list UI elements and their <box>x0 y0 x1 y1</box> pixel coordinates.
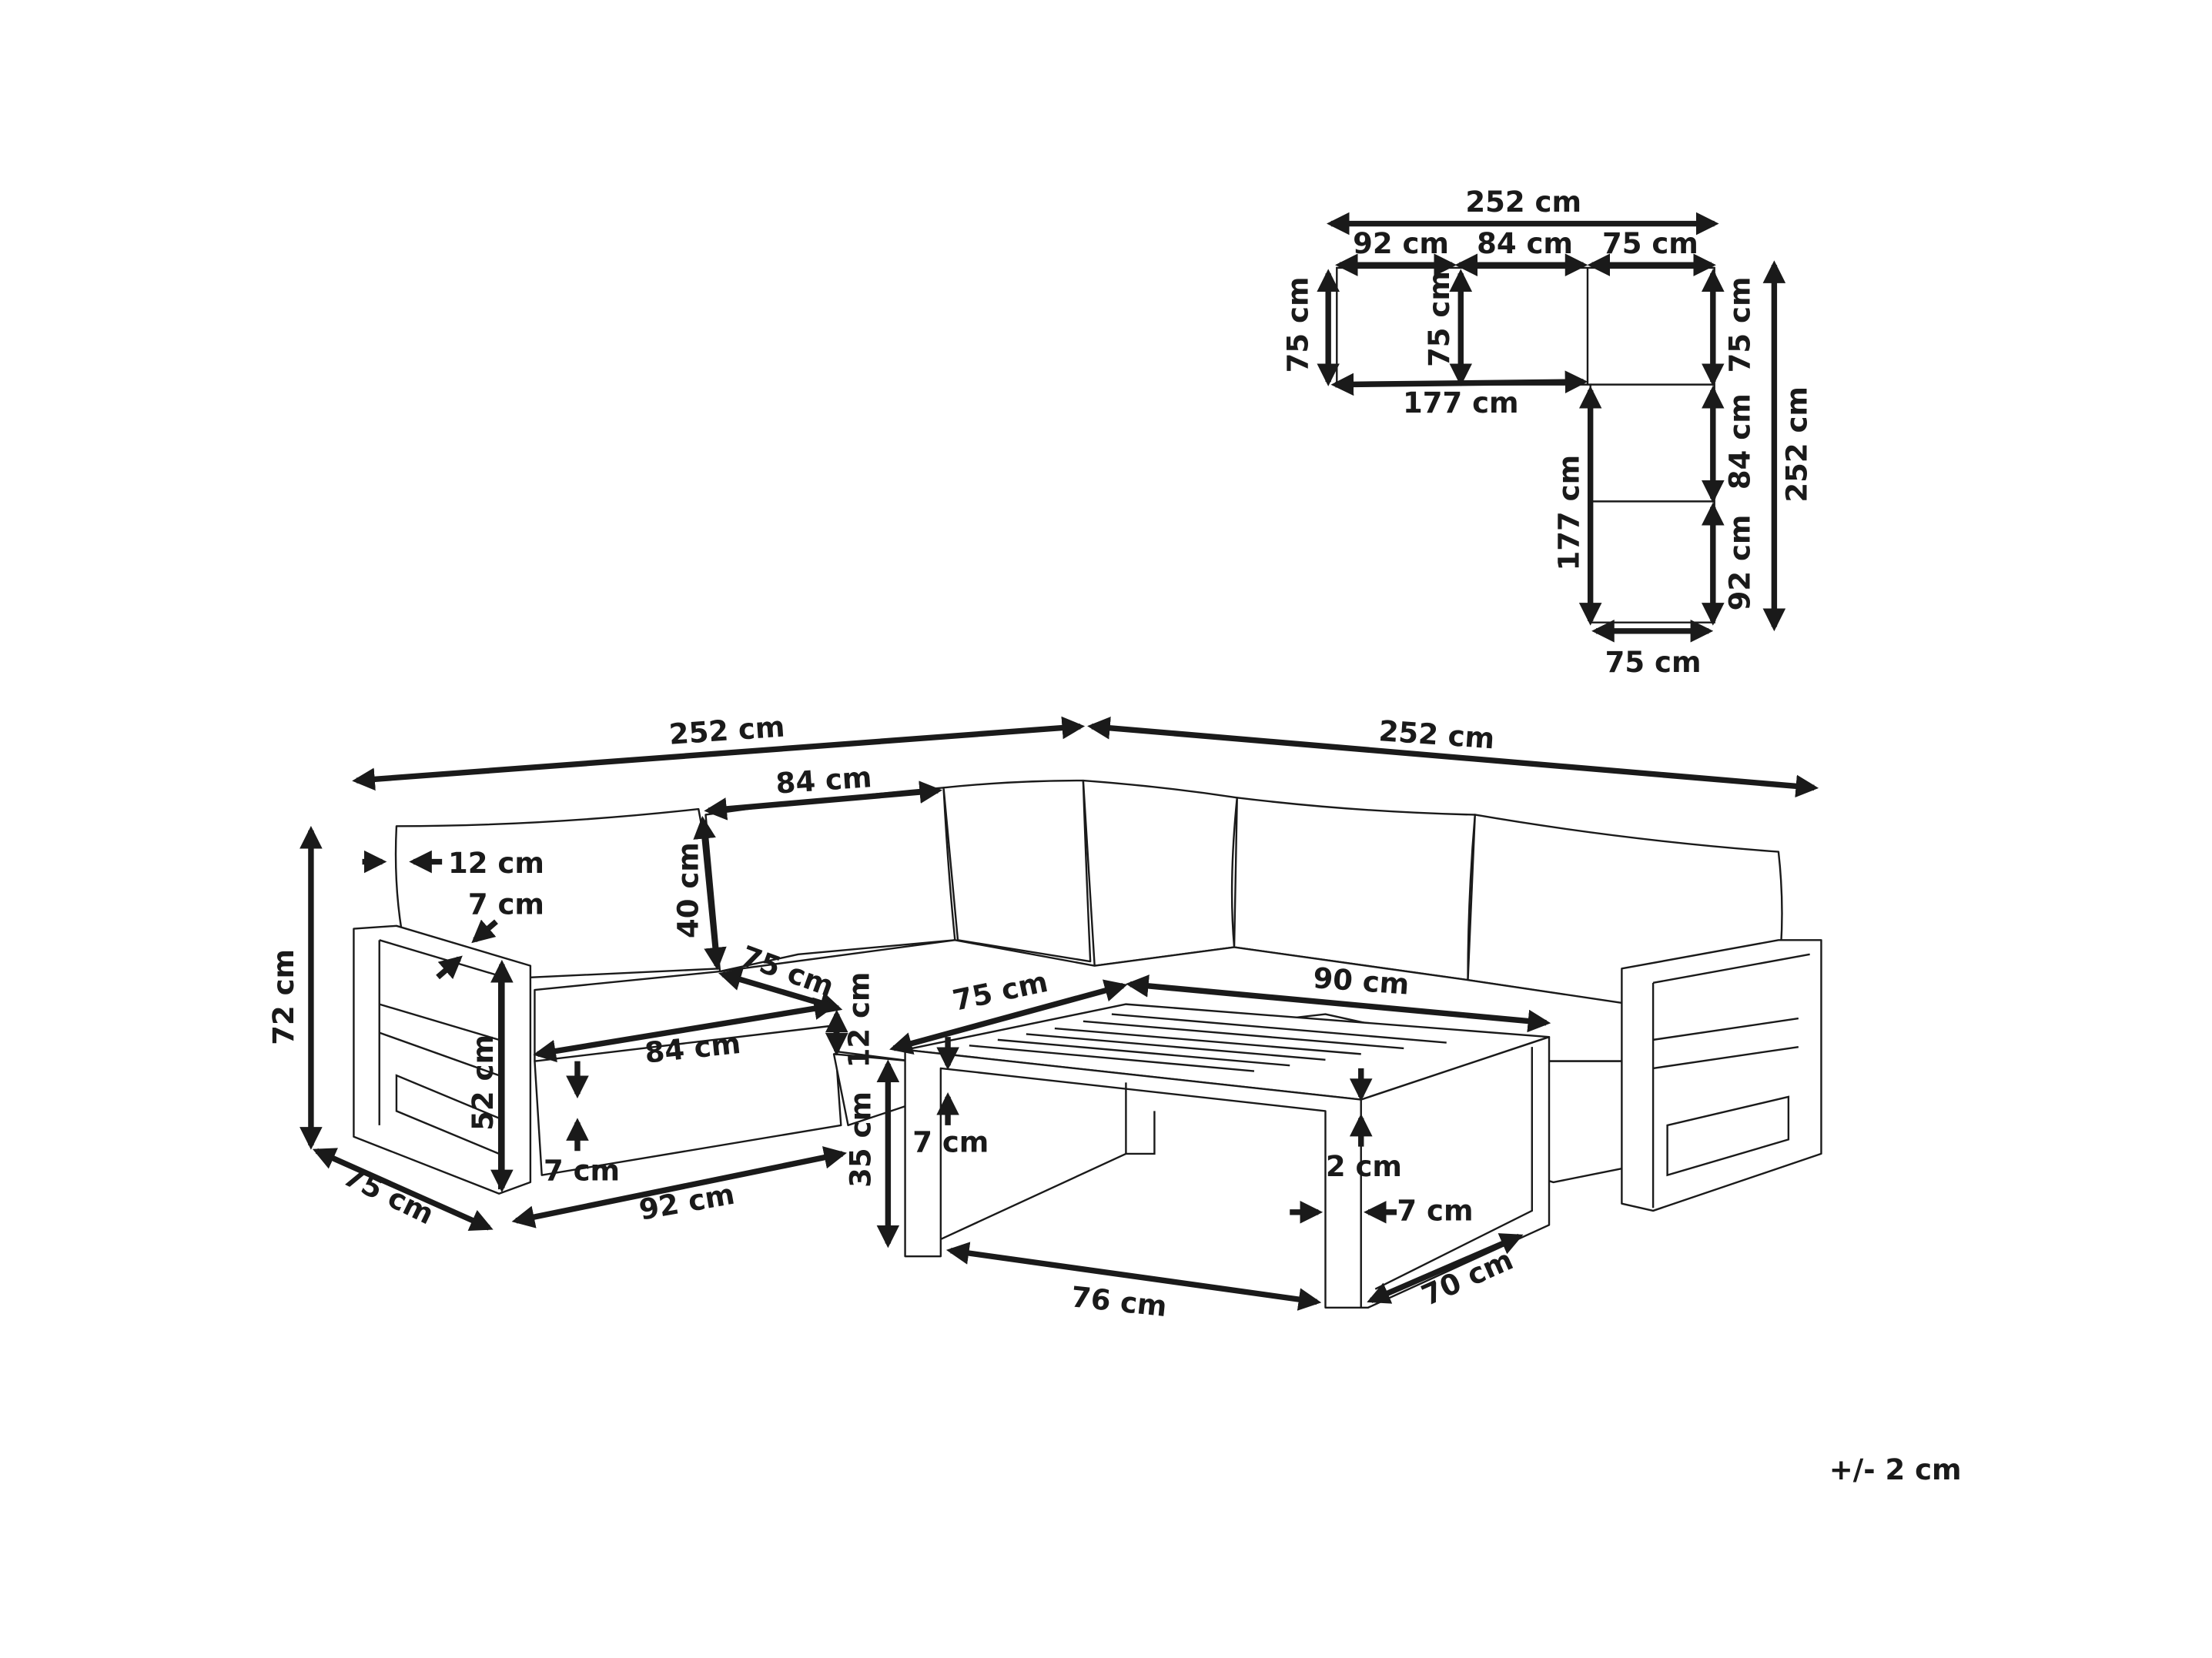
plan-right-84-label: 84 cm <box>1723 393 1756 490</box>
plan-inner-depth-label: 75 cm <box>1423 271 1456 367</box>
plan-right-92-label: 92 cm <box>1723 515 1756 611</box>
plan-84-label: 84 cm <box>1477 227 1573 260</box>
plan-outline <box>1336 266 1715 623</box>
sofa-perspective-drawing: 252 cm 252 cm 84 cm 12 cm 7 cm 40 cm 75 … <box>267 710 1822 1323</box>
plan-total-width-label: 252 cm <box>1465 186 1581 219</box>
depth-75-label: 75 cm <box>338 1159 439 1231</box>
back-height-40-label: 40 cm <box>672 842 705 938</box>
back-cushion-4 <box>1082 779 1238 967</box>
arm-12-label: 12 cm <box>448 847 544 880</box>
base-7-label: 7 cm <box>544 1154 620 1187</box>
plan-dimension-arrows <box>1317 212 1786 643</box>
right-armrest <box>1621 939 1822 1212</box>
arm-height-52-label: 52 cm <box>467 1035 500 1131</box>
table-76-label: 76 cm <box>1069 1280 1169 1323</box>
table-top-2-label: 2 cm <box>1326 1150 1402 1183</box>
back-cushion-3 <box>942 779 1092 963</box>
plan-177-v-label: 177 cm <box>1552 455 1585 571</box>
plan-right-75-label: 75 cm <box>1723 276 1756 373</box>
plan-view: 252 cm 92 cm 84 cm 75 cm 75 cm 75 cm 177… <box>1282 186 1814 679</box>
total-left-label: 252 cm <box>668 710 786 750</box>
tolerance-note: +/- 2 cm <box>1829 1453 1962 1486</box>
arm-7-label: 7 cm <box>468 887 544 921</box>
plan-left-depth-label: 75 cm <box>1282 276 1315 373</box>
cushion-12-label: 12 cm <box>843 972 876 1068</box>
plan-177-h-label: 177 cm <box>1403 386 1519 420</box>
height-72-label: 72 cm <box>267 949 300 1045</box>
back-cushion-2 <box>704 787 956 973</box>
length-92-label: 92 cm <box>637 1178 737 1227</box>
total-right-label: 252 cm <box>1377 714 1495 755</box>
plan-75-label: 75 cm <box>1602 227 1698 260</box>
plan-bottom-depth-label: 75 cm <box>1605 646 1702 679</box>
plan-92-label: 92 cm <box>1353 227 1449 260</box>
table-leg-7-label: 7 cm <box>912 1125 989 1158</box>
table-leg-width-7-label: 7 cm <box>1397 1194 1473 1227</box>
perspective-dimension-arrows <box>300 716 1819 1311</box>
back-84-label: 84 cm <box>775 760 873 801</box>
plan-total-height-label: 252 cm <box>1780 386 1813 503</box>
table-height-35-label: 35 cm <box>845 1091 878 1188</box>
table-90-label: 90 cm <box>1312 961 1411 1001</box>
